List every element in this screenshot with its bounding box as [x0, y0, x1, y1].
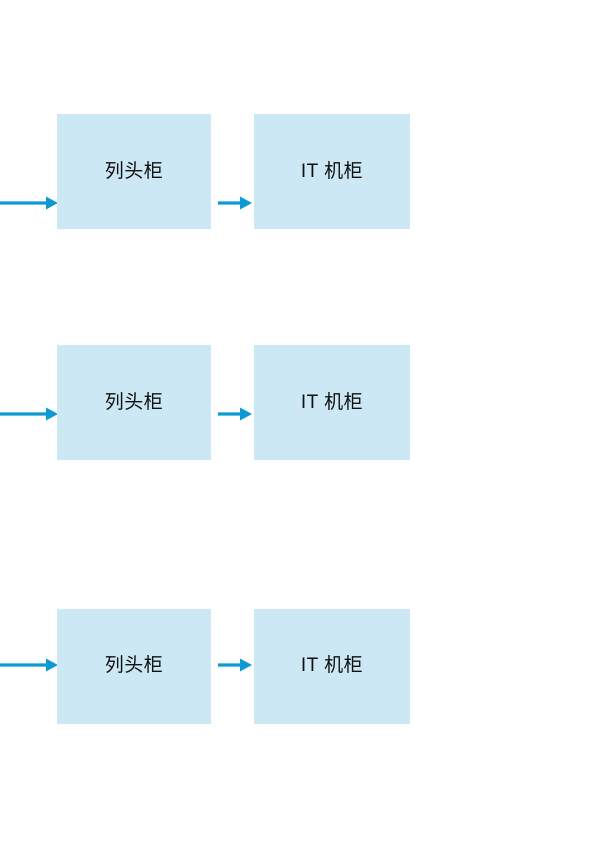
- node-label: 列头柜: [104, 655, 164, 676]
- node-lietougui-row-1[interactable]: 列头柜: [57, 114, 211, 229]
- node-label: 列头柜: [104, 161, 164, 182]
- node-lietougui-row-3[interactable]: 列头柜: [57, 609, 211, 724]
- node-label: 列头柜: [104, 392, 164, 413]
- node-it-cabinet-row-2[interactable]: IT 机柜: [254, 345, 410, 460]
- inbound-arrow-row-2: [0, 404, 60, 424]
- inbound-arrow-row-3: [0, 655, 60, 675]
- connector-arrow-row-2: [218, 404, 254, 424]
- inbound-arrow-row-1: [0, 193, 60, 213]
- node-label: IT 机柜: [300, 392, 364, 413]
- connector-arrow-row-3: [218, 655, 254, 675]
- connector-arrow-row-1: [218, 193, 254, 213]
- node-it-cabinet-row-3[interactable]: IT 机柜: [254, 609, 410, 724]
- node-label: IT 机柜: [300, 655, 364, 676]
- node-it-cabinet-row-1[interactable]: IT 机柜: [254, 114, 410, 229]
- node-label: IT 机柜: [300, 161, 364, 182]
- node-lietougui-row-2[interactable]: 列头柜: [57, 345, 211, 460]
